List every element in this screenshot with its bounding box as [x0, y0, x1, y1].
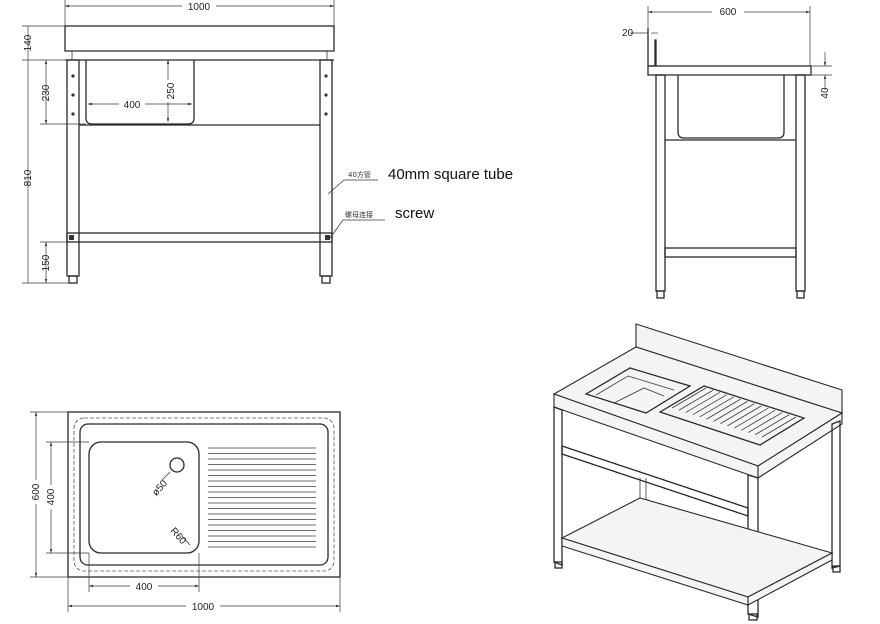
top-outline [67, 411, 341, 578]
tube-note-cn: 40方管 [348, 170, 371, 179]
front-top-height-label: 140 [23, 34, 34, 51]
side-lower-crossbar [664, 247, 797, 258]
iso-groove-line [741, 409, 776, 431]
iso-groove-line [678, 389, 714, 411]
front-right-foot [321, 275, 331, 284]
side-depth-label: 600 [720, 7, 737, 18]
front-countertop [64, 25, 335, 52]
front-right-leg [319, 59, 333, 277]
iso-groove-line [685, 392, 721, 413]
front-lower-shelf-bar [66, 232, 333, 243]
iso-groove-line [699, 396, 734, 418]
iso-groove-line [720, 403, 755, 424]
side-view: 600 20 40 [622, 5, 832, 299]
screw-note-cn: 螺母连接 [345, 210, 373, 219]
front-bowl-depth-label: 230 [41, 84, 52, 101]
front-view: 1000 140 810 [22, 0, 513, 284]
side-rim-label: 40 [820, 87, 831, 99]
drainboard-grooves [208, 447, 316, 548]
top-bowl [88, 441, 200, 554]
iso-groove-line [747, 412, 783, 433]
top-bowl-width-label: 400 [136, 582, 153, 593]
front-left-foot [68, 275, 78, 284]
side-right-leg [795, 74, 806, 292]
iso-groove-line [706, 398, 741, 420]
front-bottom-label: 150 [41, 254, 52, 271]
drain-hole [169, 457, 185, 473]
iso-drainboard [658, 385, 806, 446]
iso-drainboard-grooves [671, 387, 797, 438]
iso-groove-line [671, 387, 707, 409]
radius-label: R60 [168, 526, 189, 547]
iso-groove-line [713, 401, 748, 422]
iso-groove-line [692, 394, 727, 416]
iso-groove-line [734, 407, 769, 429]
side-left-leg [655, 74, 666, 292]
top-bowl-depth-label: 400 [46, 488, 57, 505]
front-leg-height-label: 810 [23, 169, 34, 186]
top-depth-label: 600 [31, 483, 42, 500]
screw-note-en: screw [395, 205, 434, 222]
drain-label: ø50 [150, 478, 170, 498]
top-width-label: 1000 [192, 602, 215, 613]
side-countertop [647, 65, 812, 76]
side-lip-label: 20 [622, 28, 634, 39]
isometric-view [552, 323, 844, 621]
front-bowl-inner-label: 250 [166, 82, 177, 99]
iso-groove-line [727, 405, 762, 427]
front-left-leg [66, 59, 80, 277]
front-bowl-width-label: 400 [124, 100, 141, 111]
side-backsplash [647, 28, 657, 67]
front-bowl-outline [85, 60, 195, 125]
tube-note-en: 40mm square tube [388, 166, 513, 183]
front-width-label: 1000 [188, 2, 211, 13]
top-view: ø50 R60 600 400 400 1000 [29, 411, 341, 613]
iso-bowl [584, 367, 692, 414]
iso-groove-line [761, 416, 797, 438]
side-bowl [677, 75, 785, 139]
iso-groove-line [754, 414, 790, 436]
